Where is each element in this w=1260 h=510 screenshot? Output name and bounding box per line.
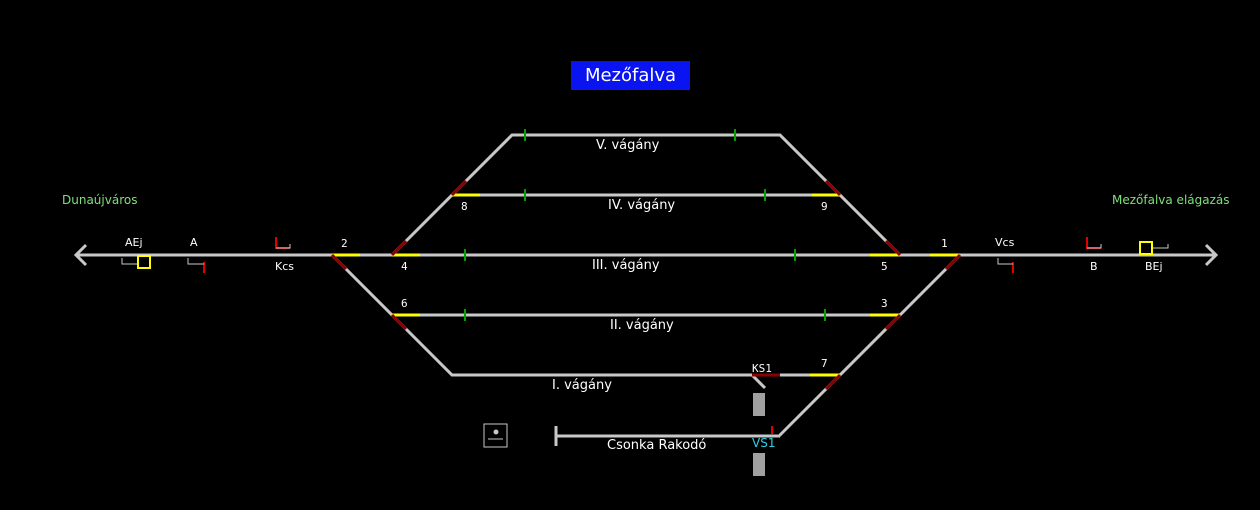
switch-6-label: 6 bbox=[401, 297, 408, 310]
switch-9-label: 9 bbox=[821, 200, 828, 213]
track-i bbox=[390, 313, 767, 390]
b-signal-icon[interactable] bbox=[1086, 237, 1101, 249]
track-i-label: I. vágány bbox=[552, 378, 612, 393]
vs1-stop-block bbox=[753, 453, 765, 476]
track-ii-label: II. vágány bbox=[610, 318, 674, 333]
switch-2-label: 2 bbox=[341, 237, 348, 250]
signal-bej-label: BEj bbox=[1145, 260, 1163, 273]
track-v-label: V. vágány bbox=[596, 138, 660, 153]
a-mast-icon bbox=[187, 258, 204, 265]
loading-ramp-dot bbox=[493, 429, 499, 435]
loading-ramp-icon bbox=[483, 423, 508, 448]
kcs-signal-icon[interactable] bbox=[275, 237, 290, 249]
switch-6-branch bbox=[390, 313, 408, 331]
station-title: Mezőfalva bbox=[571, 61, 690, 90]
switch-5-label: 5 bbox=[881, 260, 888, 273]
switch-3-label: 3 bbox=[881, 297, 888, 310]
signal-vs1-label: VS1 bbox=[752, 436, 776, 450]
switch-8-label: 8 bbox=[461, 200, 468, 213]
bej-signal-icon[interactable] bbox=[1139, 241, 1153, 255]
switch-9-branch bbox=[824, 179, 842, 197]
destination-left: Dunaújváros bbox=[62, 193, 138, 207]
switch-2-branch bbox=[330, 253, 348, 271]
switch-1-label: 1 bbox=[941, 237, 948, 250]
signal-ks1-label: KS1 bbox=[752, 362, 772, 375]
switch-4-branch bbox=[390, 239, 408, 257]
signal-vcs-label: Vcs bbox=[995, 236, 1015, 249]
aej-mast-icon bbox=[121, 258, 137, 265]
right-arrow-icon bbox=[1204, 243, 1219, 267]
switch-7-branch bbox=[824, 373, 842, 391]
b-mast-icon bbox=[1087, 244, 1102, 249]
switch-4-label: 4 bbox=[401, 260, 408, 273]
ks1-stop-block bbox=[753, 393, 765, 416]
signal-a-label: A bbox=[190, 236, 198, 249]
vcs-mast-icon bbox=[997, 258, 1013, 265]
switch-8-branch bbox=[450, 179, 468, 197]
switch-3-branch bbox=[884, 313, 902, 331]
switch-1-branch bbox=[944, 253, 962, 271]
destination-right: Mezőfalva elágazás bbox=[1112, 193, 1230, 207]
signal-b-label: B bbox=[1090, 260, 1098, 273]
bej-mast-icon bbox=[1153, 244, 1169, 249]
track-iv-label: IV. vágány bbox=[608, 198, 676, 213]
track-ii bbox=[330, 253, 962, 317]
kcs-mast-icon bbox=[276, 244, 291, 249]
track-iii-label: III. vágány bbox=[592, 258, 660, 273]
signal-aej-label: AEj bbox=[125, 236, 143, 249]
siding-label: Csonka Rakodó bbox=[607, 438, 707, 453]
aej-signal-icon[interactable] bbox=[137, 255, 151, 269]
switch-7-label: 7 bbox=[821, 357, 828, 370]
switch-5-branch bbox=[884, 239, 902, 257]
left-arrow-icon bbox=[73, 243, 88, 267]
signal-kcs-label: Kcs bbox=[275, 260, 294, 273]
